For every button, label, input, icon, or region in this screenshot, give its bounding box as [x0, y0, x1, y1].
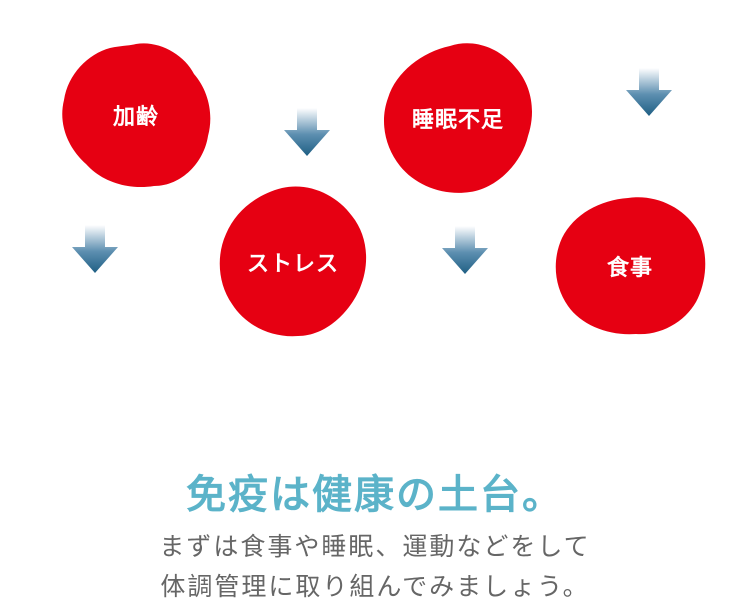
factor-stress: ストレス	[216, 184, 370, 340]
body-line: まずは食事や睡眠、運動などをして	[159, 532, 591, 561]
down-arrow-icon	[284, 108, 330, 156]
headline: 免疫は健康の土台。	[186, 472, 564, 518]
factor-label: 睡眠不足	[411, 108, 504, 133]
blob-shape	[555, 197, 706, 335]
factor-label: 食事	[606, 256, 653, 281]
factor-sleep-deprivation: 睡眠不足	[380, 40, 536, 196]
down-arrow-icon	[72, 225, 118, 273]
down-arrow-icon	[626, 68, 672, 116]
blob-shape	[219, 186, 367, 337]
blob-shape	[62, 43, 211, 188]
factor-label: ストレス	[246, 252, 339, 277]
factor-label: 加齢	[112, 105, 159, 130]
factor-aging: 加齢	[58, 40, 214, 190]
factor-diet: 食事	[552, 194, 708, 338]
down-arrow-icon	[442, 226, 488, 274]
body-line: 体調管理に取り組んでみましょう。	[160, 572, 590, 601]
blob-shape	[384, 43, 532, 193]
